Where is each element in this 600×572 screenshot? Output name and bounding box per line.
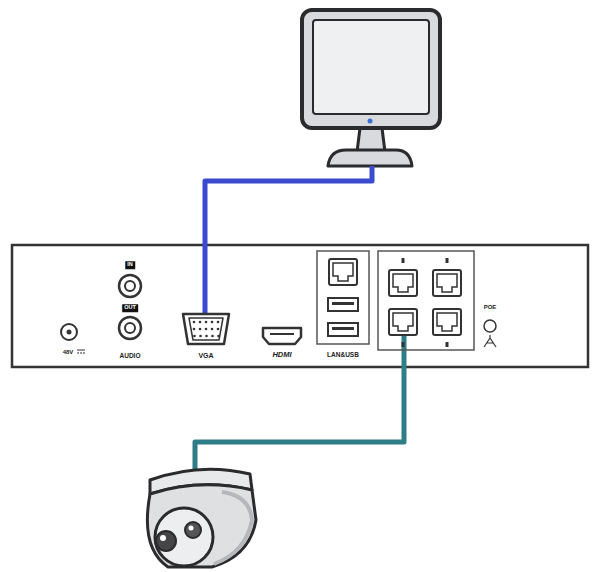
port-label: HDMI bbox=[271, 351, 292, 359]
vga-port-part bbox=[183, 314, 229, 344]
dome-camera bbox=[147, 469, 256, 567]
dome-camera-part bbox=[155, 508, 213, 566]
lan-usb-block-part bbox=[328, 298, 358, 311]
rj45-ports-part bbox=[433, 309, 461, 347]
lan-usb-block-part bbox=[317, 251, 369, 344]
rj45-ports-part-part bbox=[389, 270, 417, 296]
rj45-ports-part-part bbox=[446, 342, 449, 347]
rj45-ports-part-part bbox=[437, 313, 457, 331]
rj45-ports-part-part bbox=[402, 258, 405, 263]
port-label: IN bbox=[125, 261, 135, 269]
lan-usb-block bbox=[317, 251, 369, 344]
poe-port-block-part bbox=[378, 251, 474, 350]
vga-pins-part bbox=[193, 321, 196, 324]
hdmi-port-part bbox=[270, 333, 294, 335]
monitor-part bbox=[357, 128, 385, 152]
rj45-ports-part bbox=[389, 309, 417, 347]
hdmi-port-part bbox=[263, 328, 301, 344]
vga-pins-part bbox=[199, 328, 202, 331]
vga-pins-part bbox=[217, 335, 220, 338]
lan-usb-block-part bbox=[332, 302, 354, 305]
power-jack-part bbox=[67, 330, 72, 335]
monitor-part bbox=[368, 119, 373, 124]
audio-jacks bbox=[119, 275, 141, 339]
vga-pins bbox=[193, 321, 220, 338]
lan-usb-block-part bbox=[332, 327, 354, 330]
dome-camera-part bbox=[214, 492, 252, 564]
rj45-ports-part-part bbox=[437, 274, 457, 292]
poe-indicator bbox=[484, 320, 496, 347]
port-label: 48V bbox=[62, 349, 75, 355]
vga-pins-part bbox=[193, 335, 196, 338]
power-jack-part bbox=[61, 324, 77, 340]
port-label: OUT bbox=[122, 304, 138, 312]
power-jack-part bbox=[77, 350, 85, 351]
vga-pins-part bbox=[211, 321, 214, 324]
poe-port-block bbox=[378, 251, 474, 350]
rj45-ports-part-part bbox=[433, 309, 461, 335]
rj45-ports-part-part bbox=[389, 309, 417, 335]
rj45-ports-part-part bbox=[333, 263, 353, 281]
vga-pins-part bbox=[217, 328, 220, 331]
dome-camera-part bbox=[160, 535, 166, 541]
vga-pins-part bbox=[199, 321, 202, 324]
rj45-ports-part-part bbox=[393, 313, 413, 331]
dome-camera-part bbox=[185, 522, 201, 538]
audio-jacks-part bbox=[119, 275, 141, 297]
vga-port-part bbox=[189, 318, 223, 340]
vga-cable bbox=[205, 166, 372, 318]
rj45-ports-part-part bbox=[402, 342, 405, 347]
rj45-ports-part bbox=[329, 259, 357, 285]
lan-usb-block-part bbox=[328, 323, 358, 336]
audio-jacks-part bbox=[125, 281, 135, 291]
vga-port bbox=[183, 314, 229, 344]
dome-camera-part bbox=[156, 531, 176, 551]
rj45-ports-part-part bbox=[393, 274, 413, 292]
poe-indicator-part bbox=[484, 335, 496, 347]
audio-jacks-part bbox=[125, 323, 135, 333]
poe-indicator-part bbox=[484, 320, 496, 332]
vga-pins-part bbox=[193, 328, 196, 331]
rj45-ports-part-part bbox=[446, 258, 449, 263]
rj45-ports-part bbox=[389, 258, 417, 296]
rj45-ports-part bbox=[433, 258, 461, 296]
nvr-rear-panel bbox=[12, 245, 588, 367]
rj45-ports-part-part bbox=[329, 259, 357, 285]
port-label: POE bbox=[483, 304, 498, 310]
port-label: LAN&USB bbox=[326, 352, 360, 359]
monitor-part bbox=[328, 150, 412, 166]
vga-pins-part bbox=[211, 328, 214, 331]
vga-pins-part bbox=[205, 328, 208, 331]
port-label: AUDIO bbox=[119, 353, 142, 360]
vga-pins-part bbox=[205, 335, 208, 338]
nvr-rear-panel-part bbox=[12, 245, 588, 367]
rj45-ports bbox=[329, 258, 461, 347]
power-jack-part bbox=[77, 353, 85, 354]
dome-camera-part bbox=[189, 526, 194, 531]
poe-cable bbox=[195, 330, 404, 472]
port-label: VGA bbox=[197, 352, 214, 359]
vga-pins-part bbox=[217, 321, 220, 324]
dome-camera-part bbox=[147, 485, 256, 567]
monitor bbox=[302, 10, 440, 166]
vga-pins-part bbox=[199, 335, 202, 338]
vga-pins-part bbox=[205, 321, 208, 324]
audio-jacks-part bbox=[119, 317, 141, 339]
monitor-part bbox=[313, 20, 429, 114]
vga-pins-part bbox=[211, 335, 214, 338]
rj45-ports-part-part bbox=[433, 270, 461, 296]
monitor-part bbox=[302, 10, 440, 128]
hdmi-port bbox=[263, 328, 301, 344]
